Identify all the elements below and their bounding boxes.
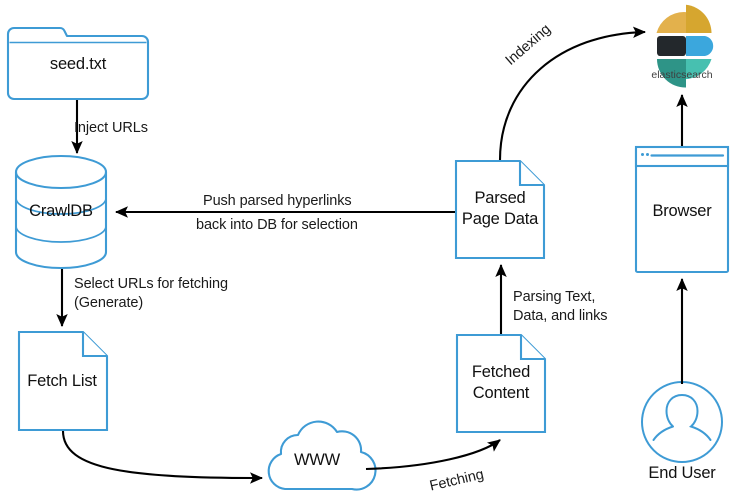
node-label-parsed-line2: Page Data [461,210,539,228]
node-enduser-shape[interactable] [641,381,723,463]
edge-fetching-arrow [365,439,501,471]
edge-label-push-line2: back into DB for selection [196,217,358,233]
node-fetched-shape[interactable] [455,333,547,434]
edge-label-generate-line2: (Generate) [74,295,144,311]
node-label-fetchlist: Fetch List [27,372,97,390]
node-browser-shape[interactable] [634,145,730,274]
node-parsed-shape[interactable] [454,159,546,260]
node-label-enduser: End User [648,464,716,482]
node-label-www: WWW [293,451,341,469]
node-label-crawldb: CrawlDB [29,202,93,220]
node-crawldb-shape[interactable] [14,154,108,270]
node-label-elasticsearch: elasticsearch [651,69,713,81]
node-label-parsed-line1: Parsed [474,189,526,207]
edge-label-generate-line1: Select URLs for fetching [74,276,228,292]
node-label-fetched-line1: Fetched [471,363,531,381]
edge-label-push-line1: Push parsed hyperlinks [203,193,352,209]
node-seed-shape[interactable] [6,26,150,101]
node-label-fetched-line2: Content [472,384,530,402]
edge-indexing-arrow [498,26,647,161]
edge-to-www-arrow [61,430,264,484]
edge-label-inject: Inject URLs [74,120,148,136]
node-label-seed: seed.txt [49,55,107,73]
node-fetchlist-shape[interactable] [17,330,109,432]
node-label-browser: Browser [652,202,712,220]
node-elasticsearch-logo[interactable] [656,4,714,88]
edge-label-parsing-line2: Data, and links [513,308,608,324]
edge-label-parsing-line1: Parsing Text, [513,289,596,305]
